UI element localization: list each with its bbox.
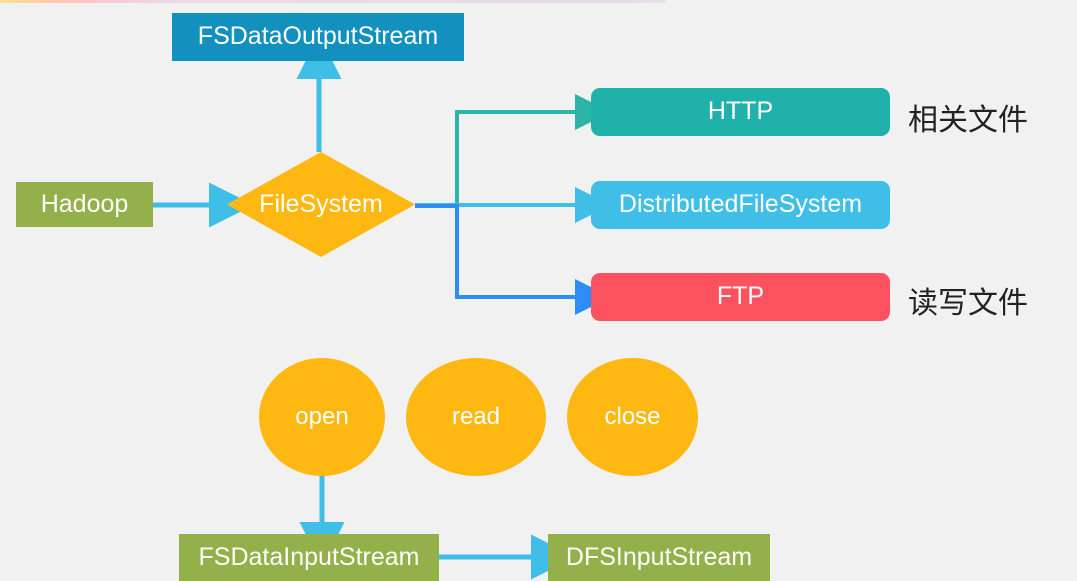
node-close[interactable]: close (567, 358, 698, 476)
edge-filesystem-to-ftp (415, 204, 611, 315)
node-fsdataoutputstream[interactable]: FSDataOutputStream (172, 13, 464, 61)
node-label-open: open (295, 402, 349, 430)
node-hadoop[interactable]: Hadoop (16, 182, 153, 227)
node-label-ftp: FTP (716, 282, 765, 311)
edge-filesystem-to-http (415, 94, 611, 207)
node-ftp[interactable]: FTP (591, 273, 890, 321)
node-fsdatainputstream[interactable]: FSDataInputStream (179, 534, 439, 581)
node-label-http: HTTP (707, 97, 774, 126)
node-label-distributedfilesystem: DistributedFileSystem (618, 190, 863, 219)
node-open[interactable]: open (259, 358, 385, 476)
node-http[interactable]: HTTP (591, 88, 890, 136)
node-label-fsdataoutputstream: FSDataOutputStream (197, 22, 439, 51)
node-label-fsdatainputstream: FSDataInputStream (198, 542, 420, 571)
node-label-dfsinputstream: DFSInputStream (565, 542, 753, 571)
node-label-close: close (604, 402, 661, 430)
node-read[interactable]: read (406, 358, 546, 476)
node-filesystem[interactable]: FileSystem (227, 152, 415, 257)
node-dfsinputstream[interactable]: DFSInputStream (548, 534, 770, 581)
node-label-hadoop: Hadoop (40, 189, 129, 218)
decorative-gradient-strip (0, 0, 666, 3)
annotation-related-files: 相关文件 (908, 103, 1028, 138)
node-distributedfilesystem[interactable]: DistributedFileSystem (591, 181, 890, 229)
node-label-filesystem: FileSystem (259, 190, 383, 218)
annotation-read-write-files: 读写文件 (908, 286, 1028, 321)
node-label-read: read (451, 402, 501, 430)
